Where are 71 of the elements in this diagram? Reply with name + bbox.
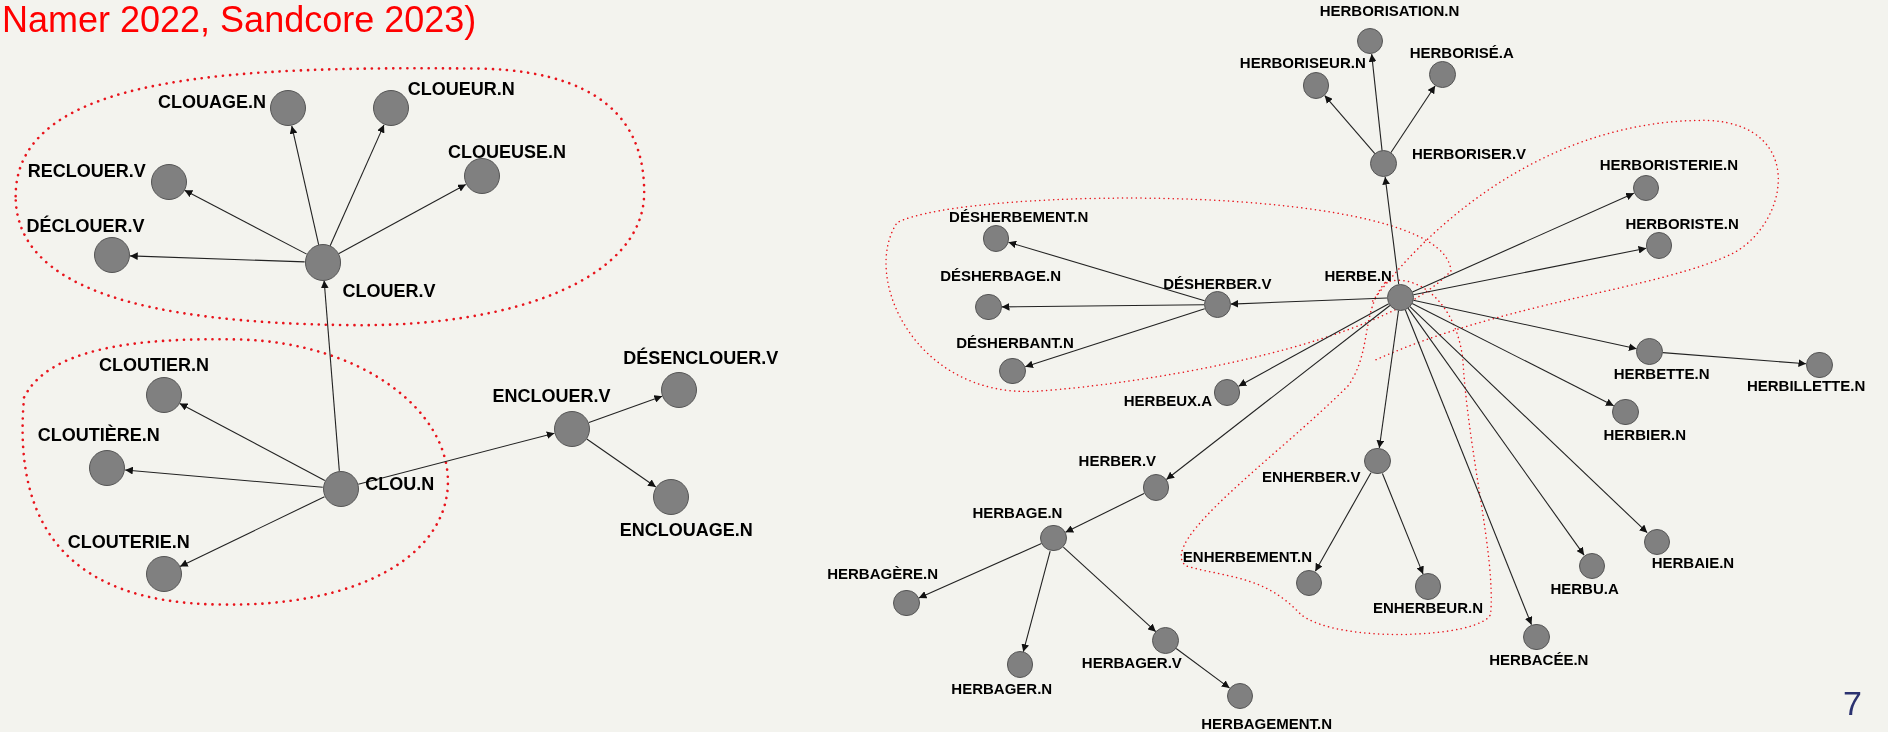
node-label: HERBILLETTE.N: [1746, 377, 1866, 396]
node-label: HERBE.N: [1324, 266, 1392, 286]
arrow: [1409, 306, 1648, 534]
citation-text: Namer 2022, Sandcore 2023): [2, 2, 477, 38]
arrow: [1324, 94, 1376, 155]
node-label: DÉSHERBER.V: [1163, 274, 1272, 294]
arrow: [1376, 309, 1400, 449]
node-label: CLOUTIER.N: [99, 353, 210, 377]
node-label: HERBAGEMENT.N: [1201, 714, 1333, 732]
arrow: [1024, 308, 1206, 369]
node-label: HERBAGER.V: [1081, 654, 1182, 673]
arrow: [129, 252, 306, 263]
arrow: [1230, 297, 1388, 308]
arrow: [289, 125, 320, 246]
node-label: HERBAGER.N: [951, 679, 1053, 699]
arrow: [586, 438, 657, 488]
node-label: DÉSENCLOUER.V: [623, 346, 779, 369]
arrow: [1062, 546, 1157, 633]
arrow: [1368, 53, 1383, 152]
arrow: [320, 279, 340, 472]
node-label: ENHERBEUR.N: [1373, 598, 1484, 618]
arrow: [1001, 302, 1205, 311]
arrow: [1390, 85, 1436, 154]
arrow: [918, 543, 1042, 599]
arrow: [1662, 352, 1807, 368]
arrow: [1412, 245, 1647, 296]
node-label: DÉSHERBEMENT.N: [949, 207, 1089, 227]
arrow: [357, 431, 555, 485]
node-label: ENHERBEMENT.N: [1182, 548, 1312, 567]
node-label: HERBORISTE.N: [1625, 214, 1739, 234]
arrow: [1314, 472, 1372, 572]
node-label: ENCLOUAGE.N: [619, 518, 753, 542]
arrow: [1175, 647, 1231, 689]
arrow: [1412, 299, 1638, 351]
arrow: [1381, 472, 1424, 575]
arrow: [1165, 305, 1391, 481]
node-label: HERBORISEUR.N: [1239, 53, 1366, 72]
node-label: CLOU.N: [365, 472, 435, 496]
node-label: HERBORISER.V: [1411, 144, 1527, 164]
node-label: ENHERBER.V: [1262, 467, 1361, 487]
node-label: CLOUTIÈRE.N: [37, 423, 160, 446]
node-label: HERBACÉE.N: [1489, 650, 1589, 670]
node-label: CLOUEUR.N: [407, 77, 515, 101]
node-label: HERBORISÉ.A: [1409, 43, 1514, 63]
node-label: DÉCLOUER.V: [26, 215, 145, 238]
node-label: CLOUAGE.N: [157, 91, 266, 114]
node-label: HERBU.A: [1550, 579, 1619, 599]
page-number: 7: [1843, 686, 1862, 720]
arrow: [124, 466, 324, 488]
arrow: [1021, 550, 1051, 653]
node-label: HERBAGÈRE.N: [827, 564, 938, 584]
arrow: [1404, 309, 1533, 626]
node-label: HERBORISATION.N: [1319, 1, 1460, 21]
arrow: [1382, 176, 1400, 285]
node-label: DÉSHERBANT.N: [956, 333, 1074, 353]
node-label: CLOUER.V: [342, 280, 436, 303]
node-label: HERBETTE.N: [1613, 365, 1710, 384]
node-label: DÉSHERBAGE.N: [940, 266, 1061, 286]
node-label: HERBEUX.A: [1123, 391, 1213, 411]
node-label: CLOUTERIE.N: [67, 530, 190, 554]
node-label: RECLOUER.V: [27, 159, 146, 183]
arrow: [588, 395, 663, 424]
node-label: HERBAGE.N: [972, 503, 1063, 523]
arrow: [1007, 240, 1206, 302]
node-label: HERBIER.N: [1603, 425, 1686, 445]
node-label: HERBORISTERIE.N: [1599, 155, 1738, 175]
node-label: CLOUEUSE.N: [447, 140, 566, 163]
arrow: [1407, 307, 1585, 556]
node-label: HERBER.V: [1078, 451, 1157, 471]
node-label: HERBAIE.N: [1651, 554, 1735, 573]
node-label: ENCLOUER.V: [492, 384, 611, 408]
